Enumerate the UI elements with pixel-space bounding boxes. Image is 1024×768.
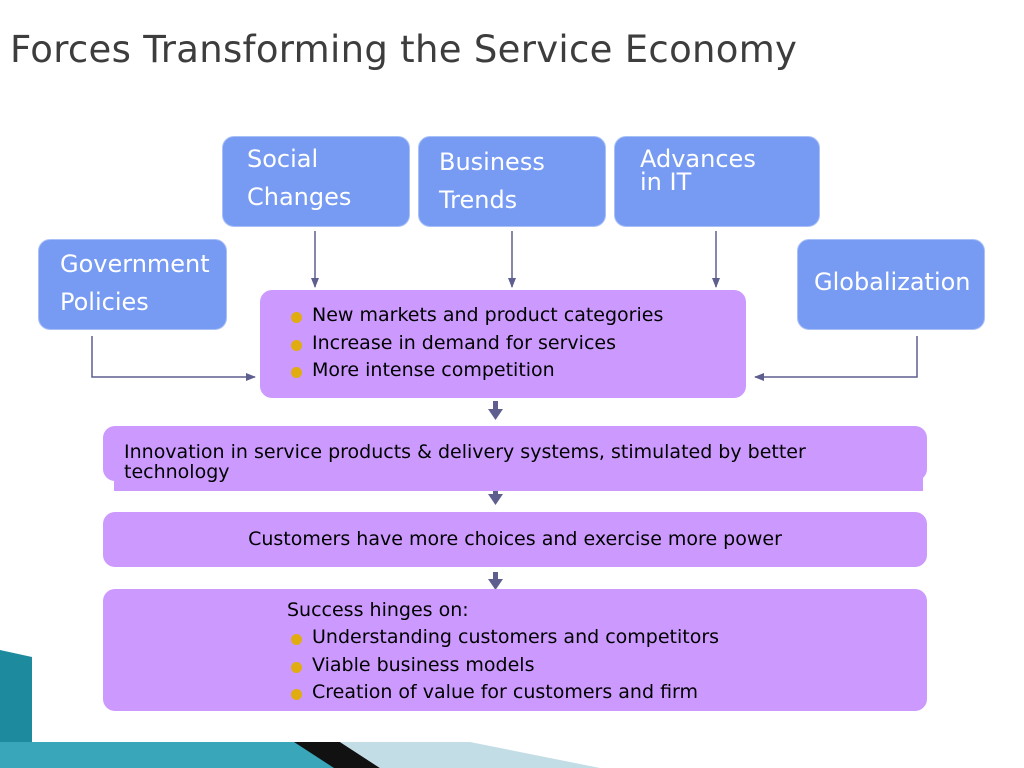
arrow-globalization — [754, 336, 918, 381]
force-business-line2: Trends — [439, 186, 518, 214]
impacts-box: New markets and product categories Incre… — [260, 290, 746, 398]
innovation-text: Innovation in service products & deliver… — [124, 441, 806, 483]
impact-item: New markets and product categories — [287, 302, 663, 330]
down-arrow-1 — [488, 401, 503, 420]
force-government-line1: Government — [60, 250, 210, 278]
force-box-it: Advances in IT — [614, 136, 820, 227]
impacts-list: New markets and product categories Incre… — [287, 302, 663, 385]
success-item: Creation of value for customers and firm — [287, 679, 719, 707]
force-box-business: Business Trends — [418, 136, 606, 227]
force-it-line2: in IT — [640, 168, 692, 196]
customers-box: Customers have more choices and exercise… — [103, 512, 927, 567]
slide-title: Forces Transforming the Service Economy — [10, 28, 798, 71]
impact-item: Increase in demand for services — [287, 330, 663, 358]
force-business-line1: Business — [439, 148, 545, 176]
innovation-box: Innovation in service products & deliver… — [103, 426, 927, 483]
success-item: Understanding customers and competitors — [287, 624, 719, 652]
force-globalization-label: Globalization — [814, 268, 971, 296]
force-box-globalization: Globalization — [797, 239, 985, 330]
force-box-social: Social Changes — [222, 136, 410, 227]
force-box-government: Government Policies — [38, 239, 227, 330]
customers-text: Customers have more choices and exercise… — [248, 528, 782, 550]
success-heading: Success hinges on: — [287, 599, 469, 621]
down-arrow-2 — [488, 487, 503, 505]
force-government-line2: Policies — [60, 288, 149, 316]
impact-item: More intense competition — [287, 357, 663, 385]
success-item: Viable business models — [287, 652, 719, 680]
success-list: Understanding customers and competitors … — [287, 624, 719, 707]
success-box: Success hinges on: Understanding custome… — [103, 589, 927, 711]
arrow-government — [91, 336, 256, 381]
down-arrow-3 — [488, 572, 503, 590]
force-social-line1: Social — [247, 145, 319, 173]
force-it-line1: Advances — [640, 145, 756, 173]
force-social-line2: Changes — [247, 183, 352, 211]
